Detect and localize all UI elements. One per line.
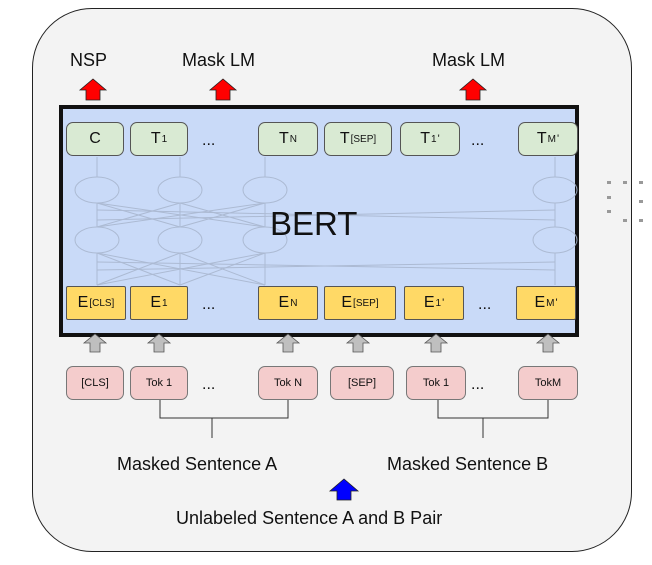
input-token-b-m: TokM bbox=[518, 366, 578, 400]
mask-lm-arrow-1 bbox=[208, 78, 238, 101]
continuation-dot bbox=[607, 210, 611, 213]
sentence-a-bracket bbox=[159, 400, 289, 438]
input-ellipsis-1: ... bbox=[202, 376, 216, 393]
input-arrow bbox=[345, 333, 371, 353]
continuation-dot bbox=[623, 181, 627, 184]
output-ellipsis-1: ... bbox=[202, 132, 216, 149]
embedding-ellipsis-1: ... bbox=[202, 296, 216, 313]
embedding-cls: E[CLS] bbox=[66, 286, 126, 320]
continuation-dot bbox=[607, 181, 611, 184]
embedding-ellipsis-2: ... bbox=[478, 296, 492, 313]
output-c: C bbox=[66, 122, 124, 156]
input-arrow bbox=[82, 333, 108, 353]
input-arrow bbox=[535, 333, 561, 353]
input-token-sep: [SEP] bbox=[330, 366, 394, 400]
continuation-dot bbox=[639, 200, 643, 203]
continuation-dot bbox=[639, 219, 643, 222]
input-token-b-1: Tok 1 bbox=[406, 366, 466, 400]
nsp-arrow bbox=[78, 78, 108, 101]
input-pair-arrow bbox=[328, 478, 360, 501]
input-arrow bbox=[423, 333, 449, 353]
input-token-cls: [CLS] bbox=[66, 366, 124, 400]
input-arrow bbox=[146, 333, 172, 353]
embedding-sep: E[SEP] bbox=[324, 286, 396, 320]
mask-lm-label-2: Mask LM bbox=[432, 50, 506, 70]
continuation-dot bbox=[623, 219, 627, 222]
continuation-dot bbox=[607, 196, 611, 199]
output-tsep: T[SEP] bbox=[324, 122, 392, 156]
hidden-node bbox=[74, 226, 120, 254]
mask-lm-arrow-2 bbox=[458, 78, 488, 101]
nsp-label: NSP bbox=[70, 50, 108, 70]
hidden-node bbox=[532, 176, 578, 204]
hidden-node bbox=[242, 176, 288, 204]
sentence-b-label: Masked Sentence B bbox=[387, 454, 549, 474]
hidden-node bbox=[157, 176, 203, 204]
input-arrow bbox=[275, 333, 301, 353]
sentence-a-label: Masked Sentence A bbox=[117, 454, 278, 474]
input-token-a-n: Tok N bbox=[258, 366, 318, 400]
hidden-node bbox=[157, 226, 203, 254]
continuation-dot bbox=[639, 181, 643, 184]
sentence-b-bracket bbox=[437, 400, 549, 438]
hidden-node bbox=[532, 226, 578, 254]
output-ellipsis-2: ... bbox=[471, 132, 485, 149]
input-ellipsis-2: ... bbox=[471, 376, 485, 393]
sentence-pair-label: Unlabeled Sentence A and B Pair bbox=[176, 508, 443, 528]
bert-label: BERT bbox=[270, 205, 358, 242]
mask-lm-label-1: Mask LM bbox=[182, 50, 256, 70]
input-token-a-1: Tok 1 bbox=[130, 366, 188, 400]
hidden-node bbox=[74, 176, 120, 204]
